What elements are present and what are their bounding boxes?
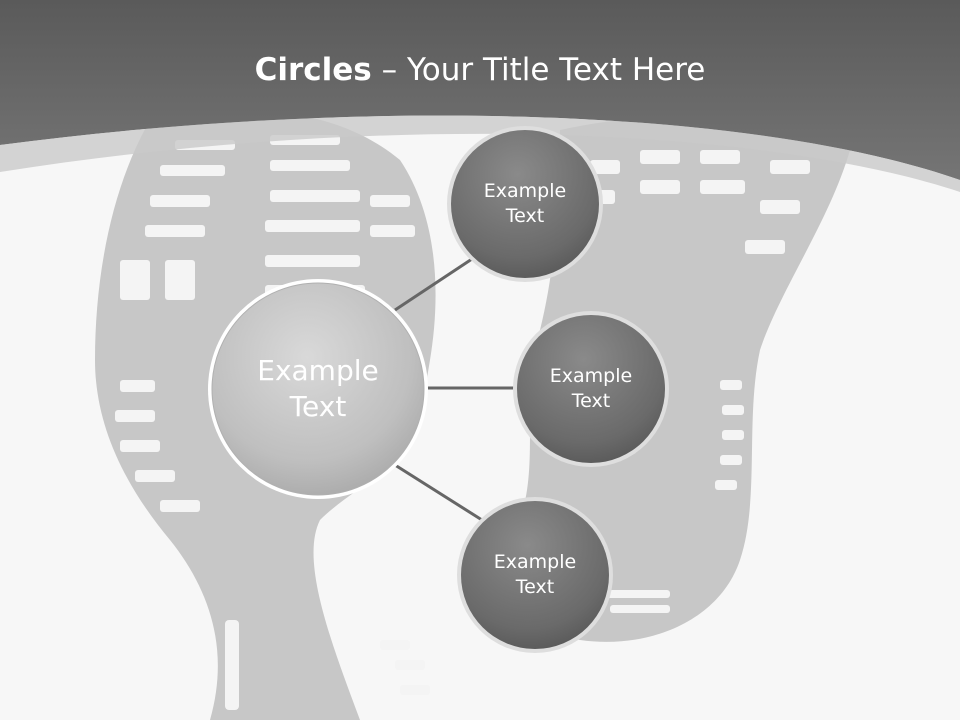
- node-circle-3: [457, 497, 613, 653]
- center-node-line2: Text: [289, 390, 347, 423]
- footprint-right-treads: [585, 150, 810, 613]
- title-rest: – Your Title Text Here: [371, 52, 706, 88]
- node-2-label: Example Text: [521, 319, 661, 459]
- node-1-label: Example Text: [455, 134, 595, 274]
- node-circle-1: [447, 126, 603, 282]
- node-3-line1: Example: [493, 551, 577, 574]
- node-3-line2: Text: [515, 576, 555, 598]
- node-2-line2: Text: [571, 390, 611, 412]
- connector-bottom: [394, 463, 483, 522]
- center-node-line1: Example: [257, 353, 379, 387]
- node-3-label: Example Text: [465, 505, 605, 645]
- node-1-line2: Text: [505, 205, 545, 227]
- header-band-highlight: [0, 115, 960, 192]
- slide-title: Circles – Your Title Text Here: [0, 52, 960, 88]
- node-circle-2: [513, 311, 669, 467]
- header-band: [0, 0, 960, 180]
- center-circle: [208, 279, 428, 499]
- node-2-line1: Example: [549, 365, 633, 388]
- center-node-label: Example Text: [218, 289, 418, 489]
- connectors: [394, 253, 515, 522]
- node-1-line1: Example: [483, 180, 567, 203]
- title-bold: Circles: [254, 52, 372, 88]
- connector-top: [394, 253, 479, 312]
